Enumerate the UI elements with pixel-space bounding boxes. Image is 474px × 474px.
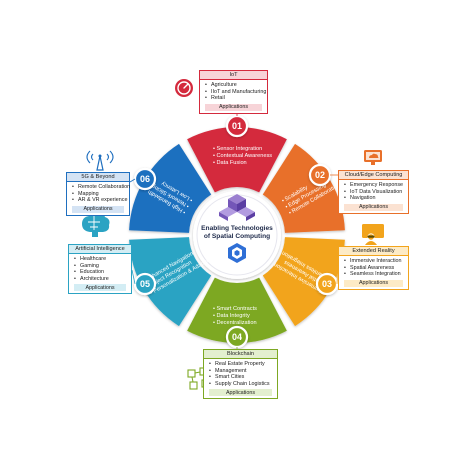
callout-cloud-edge-list: Emergency Response IoT Data Visualizatio… [339, 182, 408, 202]
callout-artificial-intelligence-list: Healthcare Gaming Education Architecture [69, 256, 131, 282]
callout-extended-reality-applications: Applications [344, 279, 403, 288]
list-item: Education [74, 269, 129, 276]
callout-blockchain: Blockchain Real Estate Property Manageme… [203, 349, 278, 400]
sector-number: 04 [232, 332, 242, 342]
hexagon-logo-icon [228, 243, 246, 263]
list-item: IIoT and Manufacturing [205, 89, 266, 96]
callout-artificial-intelligence-applications: Applications [74, 284, 126, 292]
sector-01 [187, 127, 287, 193]
callout-cloud-edge: Cloud/Edge Computing Emergency Response … [338, 170, 409, 215]
sector-feature-label: • Data Integrity [213, 313, 250, 319]
list-item: Architecture [74, 276, 129, 283]
list-item: Agriculture [205, 82, 265, 89]
sector-feature-label: • Data Fusion [213, 160, 247, 166]
callout-cloud-edge-title: Cloud/Edge Computing [339, 171, 408, 181]
vr-user-icon [362, 224, 384, 245]
sector-number: 02 [315, 170, 325, 180]
callout-5g-beyond: 5G & Beyond Remote Collaboration Mapping… [66, 172, 130, 217]
sector-feature-label: • Decentralization [213, 320, 257, 326]
list-item: Real Estate Property [209, 361, 275, 368]
sector-01-features: • Sensor Integration• Contextual Awarene… [213, 146, 272, 166]
list-item: Supply Chain Logistics [209, 381, 275, 388]
list-item: Smart Cities [209, 374, 275, 381]
list-item: Gaming [74, 263, 129, 270]
callout-extended-reality-title: Extended Reality [339, 247, 408, 257]
sector-06 [129, 143, 212, 233]
connector-line [129, 178, 136, 183]
list-item: Management [209, 368, 275, 375]
connectors-layer [129, 109, 339, 349]
sector-number: 03 [322, 279, 332, 289]
center-hub [193, 191, 281, 279]
center-title-line1: Enabling Technologies [201, 225, 273, 232]
list-item: IoT Data Visualization [344, 189, 406, 196]
center-title-line2: of Spatial Computing [204, 233, 270, 240]
callout-extended-reality-list: Immersive Interaction Spatial Awareness … [339, 258, 408, 278]
sector-05 [129, 237, 212, 327]
list-item: AR & VR experience [72, 197, 127, 204]
cloud-monitor-icon [364, 150, 382, 165]
callout-5g-beyond-list: Remote Collaboration Mapping AR & VR exp… [67, 184, 130, 204]
sectors-layer [129, 127, 345, 344]
callout-iot-title: IoT [200, 71, 267, 81]
gauge-icon [175, 79, 193, 97]
list-item: Remote Collaboration [72, 184, 130, 191]
sector-number: 06 [140, 174, 150, 184]
list-item: Spatial Awareness [344, 265, 406, 272]
sector-number: 01 [232, 121, 242, 131]
callout-cloud-edge-applications: Applications [344, 203, 403, 212]
list-item: Healthcare [74, 256, 129, 263]
callout-iot-applications: Applications [205, 103, 262, 112]
cube-stack-icon [219, 194, 255, 221]
callout-artificial-intelligence: Artificial Intelligence Healthcare Gamin… [68, 244, 132, 295]
list-item: Mapping [72, 191, 127, 198]
sector-feature-label: • Sensor Integration [213, 146, 262, 152]
sector-feature-label: • Contextual Awareness [213, 153, 272, 159]
brain-icon [82, 212, 110, 237]
list-item: Immersive Interaction [344, 258, 406, 265]
callout-blockchain-list: Real Estate Property Management Smart Ci… [204, 361, 277, 387]
callout-blockchain-applications: Applications [209, 389, 272, 397]
callout-artificial-intelligence-title: Artificial Intelligence [69, 245, 131, 255]
list-item: Emergency Response [344, 182, 406, 189]
callout-iot-list: Agriculture IIoT and Manufacturing Retai… [200, 82, 267, 102]
connector-line [336, 261, 339, 285]
callout-extended-reality: Extended Reality Immersive Interaction S… [338, 246, 409, 291]
connector-line [131, 269, 136, 285]
callout-5g-beyond-title: 5G & Beyond [67, 173, 129, 183]
signal-tower-icon [86, 150, 114, 171]
callout-iot: IoT Agriculture IIoT and Manufacturing R… [199, 70, 268, 115]
callout-5g-beyond-applications: Applications [72, 205, 124, 214]
list-item: Seamless Integration [344, 271, 406, 278]
icons-layer [82, 79, 384, 390]
list-item: Navigation [344, 195, 406, 202]
sector-03 [262, 237, 345, 327]
sector-02 [262, 143, 345, 233]
callout-blockchain-title: Blockchain [204, 350, 277, 360]
list-item: Retail [205, 95, 265, 102]
sector-feature-label: • Smart Contracts [213, 306, 257, 312]
sector-04 [187, 277, 287, 344]
sector-number: 05 [140, 279, 150, 289]
sector-04-features: • Smart Contracts• Data Integrity• Decen… [213, 306, 257, 326]
